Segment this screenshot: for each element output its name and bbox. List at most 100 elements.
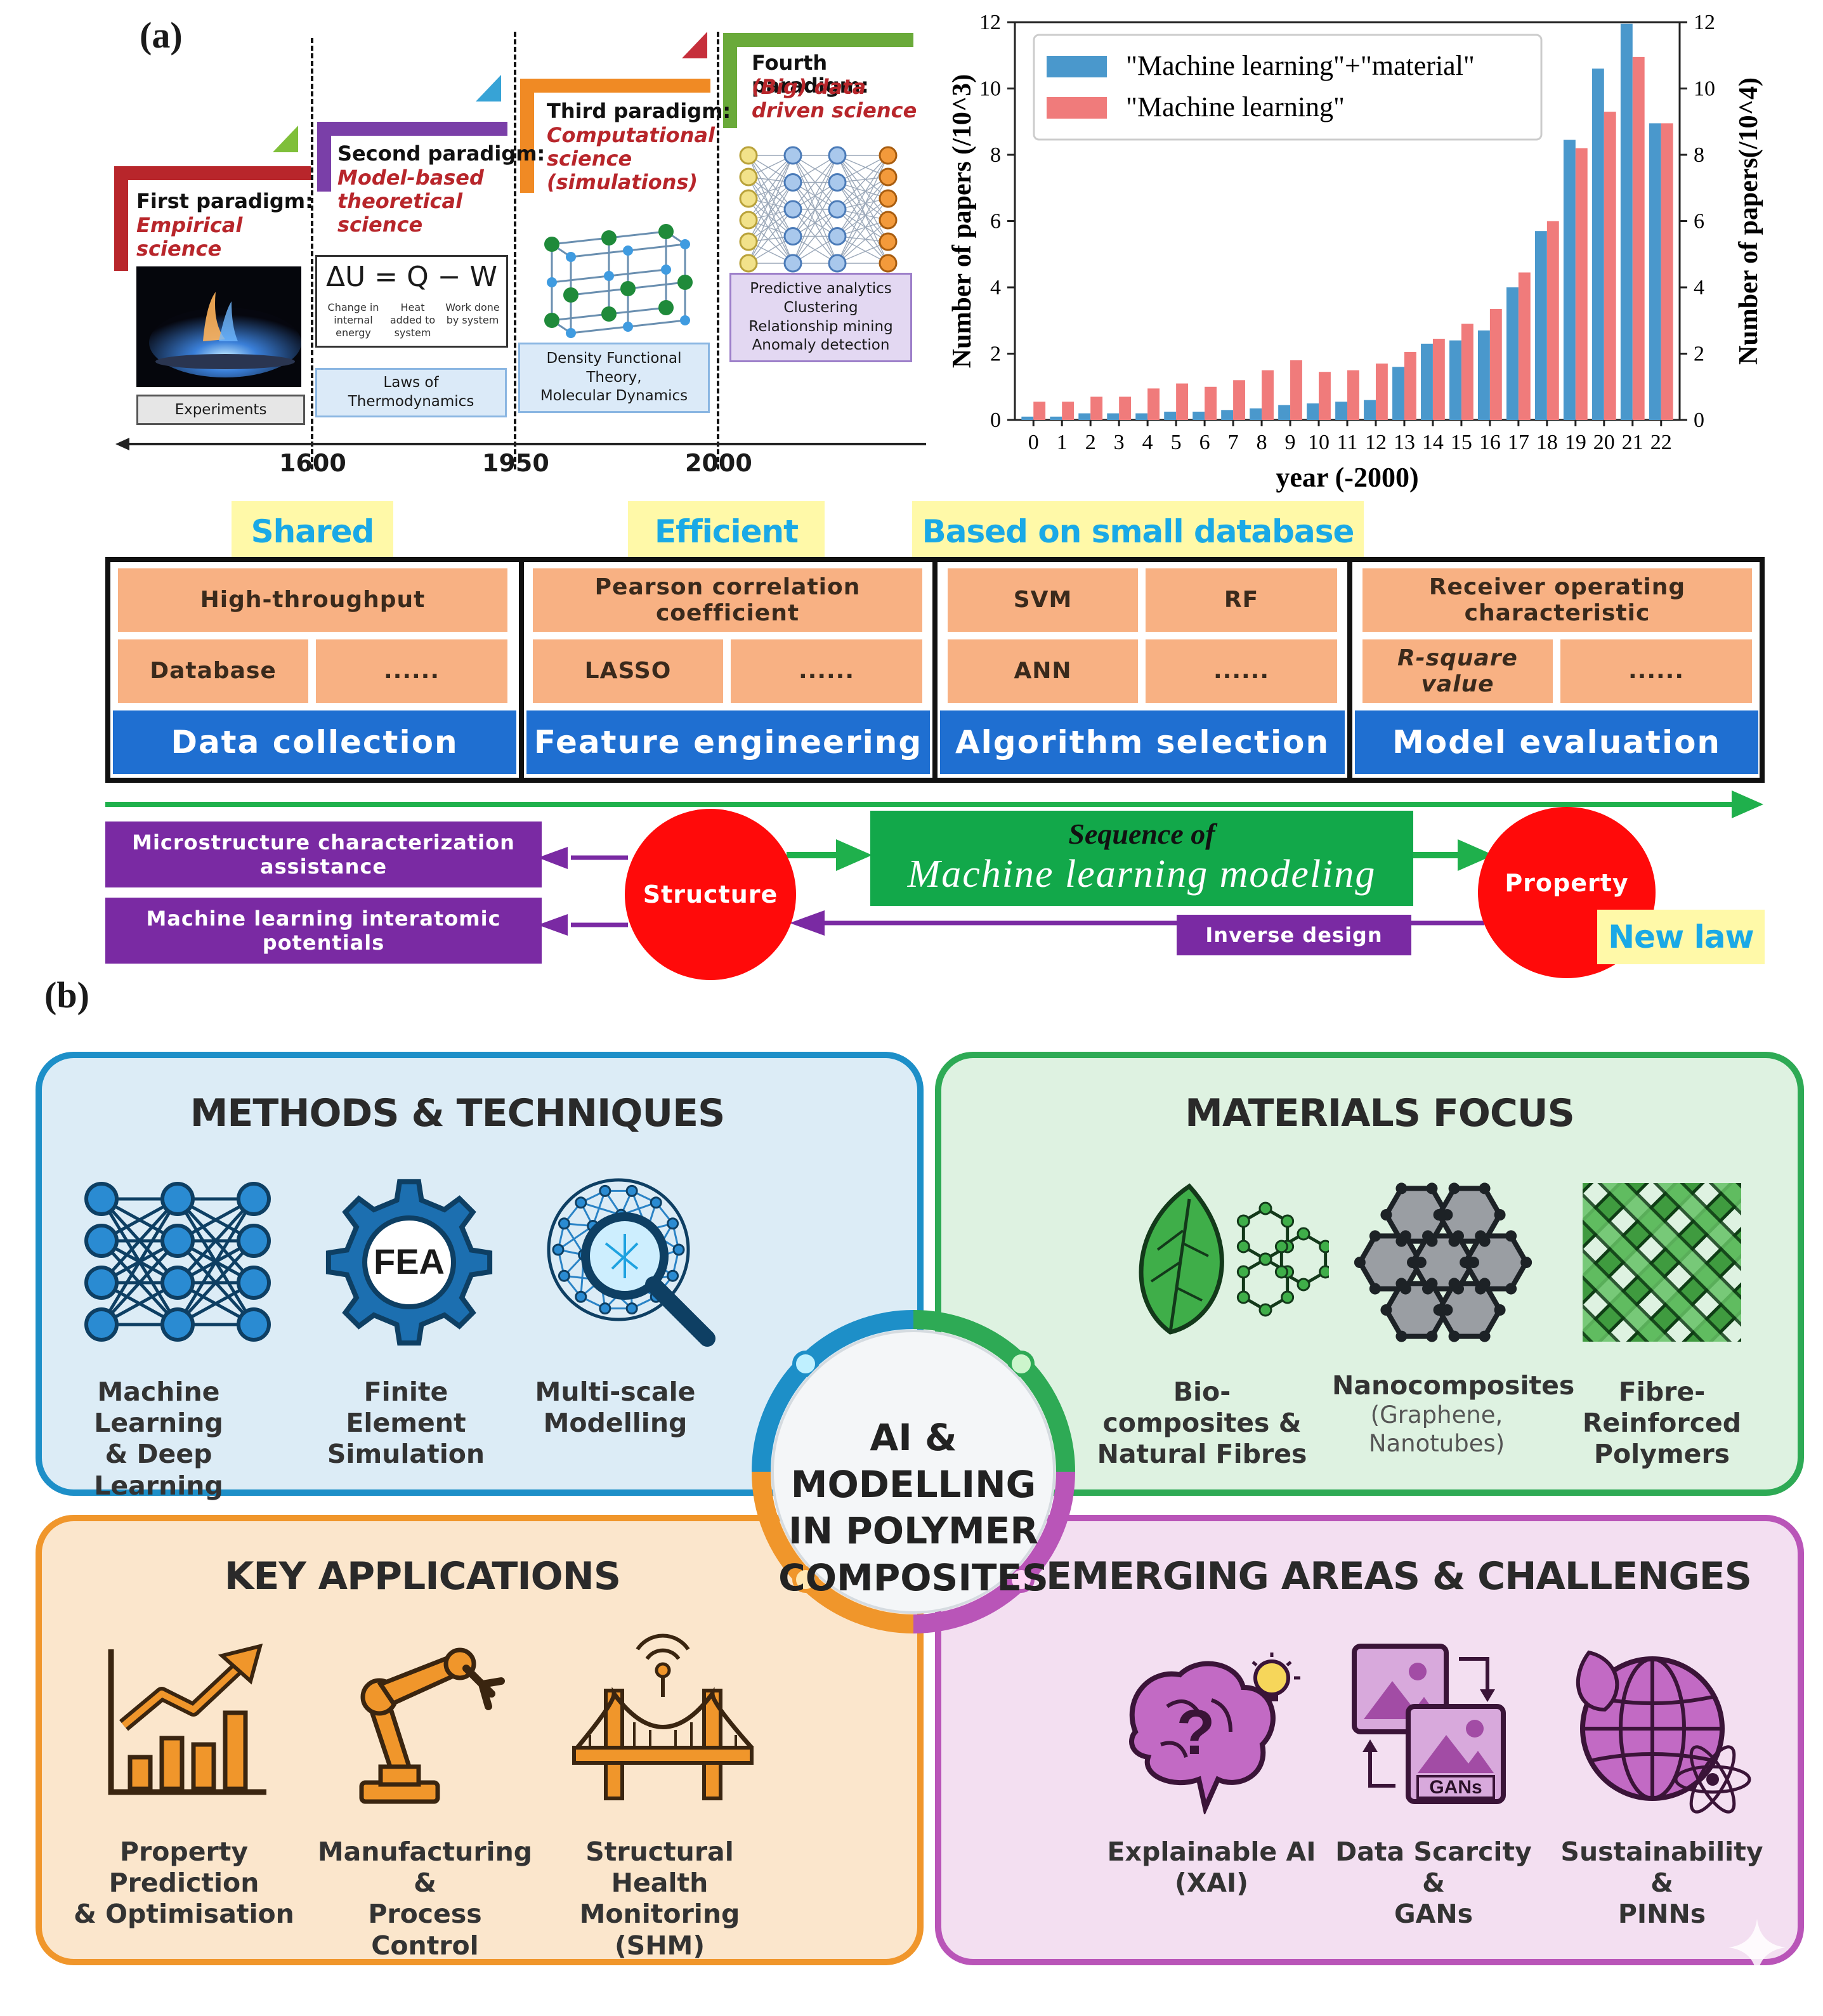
graphene-hexagon-icon	[1354, 1182, 1532, 1342]
bar-ml-2	[1090, 396, 1103, 420]
bar-ml-3	[1119, 396, 1132, 420]
divider-1950	[514, 32, 516, 469]
fea-gear-label: FEA	[374, 1241, 445, 1281]
microstructure-line-2: assistance	[259, 854, 388, 879]
caption-mf-2: Process Control	[368, 1899, 482, 1961]
caption-multiscale-2: Modelling	[543, 1408, 688, 1439]
caption-multiscale-1: Multi-scale	[535, 1377, 696, 1407]
second-paradigm-sub-2: theoretical	[337, 189, 463, 213]
bar-ml-22	[1661, 123, 1673, 421]
year-2000: 2000	[685, 449, 752, 477]
ds-line-1: Predictive analytics	[750, 280, 892, 297]
sequence-top-text: Sequence of	[1068, 818, 1215, 850]
bar-ml-20	[1604, 112, 1616, 420]
cell-pearson: Pearson correlation coefficient	[533, 568, 922, 632]
col-divider-3	[1347, 557, 1352, 783]
caption-gans-2: GANs	[1394, 1899, 1473, 1930]
caption-ml-dl-1: Machine Learning	[94, 1377, 223, 1439]
bar-ml-13	[1404, 351, 1416, 420]
interatomic-line-2: potentials	[262, 931, 385, 955]
first-paradigm-title: First paradigm:	[136, 189, 313, 213]
timeline-axis	[115, 438, 926, 450]
third-paradigm-sub-2: science	[547, 147, 632, 171]
bar-ml-material-4	[1135, 413, 1148, 420]
xtick-label-12: 12	[1365, 431, 1387, 454]
ytick-label-left: 4	[990, 276, 1001, 299]
ds-line-2: Clustering	[783, 299, 858, 316]
ytick-label-right: 10	[1694, 77, 1715, 101]
header-data-collection: Data collection	[113, 710, 516, 774]
bar-ml-material-10	[1307, 403, 1319, 420]
year-1600: 1600	[279, 449, 346, 477]
caption-xai-1: Explainable AI	[1107, 1836, 1316, 1867]
bar-ml-16	[1489, 308, 1502, 420]
bar-ml-material-9	[1278, 405, 1291, 420]
experiments-box: Experiments	[136, 395, 305, 425]
ytick-label-left: 2	[990, 343, 1001, 366]
xtick-label-15: 15	[1451, 431, 1472, 454]
bar-ml-material-20	[1591, 69, 1604, 420]
center-title: AI & MODELLING IN POLYMER COMPOSITES	[755, 1415, 1072, 1602]
xtick-label-11: 11	[1337, 431, 1358, 454]
ai-modelling-infographic: AI & MODELLING IN POLYMER COMPOSITES MET…	[25, 1040, 1808, 1992]
bar-ml-material-19	[1563, 140, 1576, 421]
bar-ml-material-8	[1250, 408, 1262, 420]
methods-title: METHODS & TECHNIQUES	[190, 1091, 726, 1136]
emerging-title: EMERGING AREAS & CHALLENGES	[1046, 1554, 1752, 1599]
bar-ml-material-17	[1506, 287, 1519, 420]
xtick-label-8: 8	[1257, 431, 1267, 454]
ytick-label-right: 8	[1694, 143, 1704, 167]
bar-ml-material-14	[1421, 343, 1433, 420]
caption-frp: Fibre-Reinforced Polymers	[1554, 1377, 1770, 1470]
ytick-label-left: 0	[990, 409, 1001, 432]
bar-ml-9	[1290, 360, 1302, 420]
microstructure-box: Microstructure characterization assistan…	[105, 821, 542, 887]
bar-ml-material-1	[1050, 416, 1062, 420]
bar-ml-material-18	[1534, 231, 1547, 420]
xtick-label-19: 19	[1565, 431, 1586, 454]
bar-ml-material-2	[1078, 413, 1091, 420]
caption-nano-3: Nanotubes)	[1368, 1429, 1505, 1457]
third-paradigm-title: Third paradigm:	[547, 99, 731, 123]
year-1950: 1950	[482, 449, 549, 477]
caption-bio: Bio-composites & Natural Fibres	[1091, 1377, 1313, 1470]
bar-ml-4	[1147, 388, 1160, 420]
caption-bio-2: Natural Fibres	[1097, 1439, 1307, 1470]
fourth-paradigm-title: Fourth paradigm:	[752, 51, 869, 98]
caption-pinns-1: Sustainability &	[1560, 1836, 1763, 1899]
cell-high-throughput: High-throughput	[118, 568, 507, 632]
caption-shm: Structural Health Monitoring (SHM)	[546, 1836, 774, 1961]
paradigm-timeline: First paradigm: Empirical science Experi…	[101, 19, 926, 501]
caption-nano-2: (Graphene,	[1370, 1401, 1503, 1429]
bar-ml-material-5	[1164, 411, 1177, 420]
caption-shm-2: Monitoring (SHM)	[579, 1899, 740, 1961]
globe-atom-icon	[1576, 1650, 1751, 1814]
applications-title: KEY APPLICATIONS	[224, 1554, 621, 1599]
cell-roc: Receiver operating characteristic	[1362, 568, 1752, 632]
xtick-label-14: 14	[1422, 431, 1444, 454]
bar-ml-17	[1518, 272, 1531, 420]
panel-b-label: (b)	[44, 974, 89, 1016]
bar-ml-material-15	[1449, 340, 1461, 420]
second-paradigm-title: Second paradigm:	[337, 141, 546, 166]
cell-r-square: R-square value	[1362, 639, 1553, 703]
ytick-label-left: 8	[990, 143, 1001, 167]
structure-circle: Structure	[625, 809, 796, 980]
xtick-label-9: 9	[1285, 431, 1296, 454]
xtick-label-16: 16	[1479, 431, 1501, 454]
bar-ml-material-12	[1364, 400, 1376, 420]
xtick-label-2: 2	[1085, 431, 1096, 454]
y-axis-label-right: Number of papers(/10^4)	[1734, 77, 1763, 365]
fea-gear-icon: FEA	[325, 1179, 493, 1346]
x-axis-label: year (-2000)	[1276, 462, 1418, 493]
bar-ml-material-13	[1392, 367, 1404, 420]
leaf-molecule-icon	[1139, 1183, 1329, 1335]
eq-note-heat: Heat added to system	[389, 301, 436, 339]
third-paradigm-sub-3: (simulations)	[547, 170, 698, 194]
ytick-label-right: 0	[1694, 409, 1704, 432]
bar-ml-10	[1319, 372, 1331, 420]
caption-frp-1: Fibre-Reinforced	[1582, 1377, 1742, 1439]
inverse-design-box: Inverse design	[1177, 915, 1411, 955]
cell-algo-more: ......	[1146, 639, 1337, 703]
